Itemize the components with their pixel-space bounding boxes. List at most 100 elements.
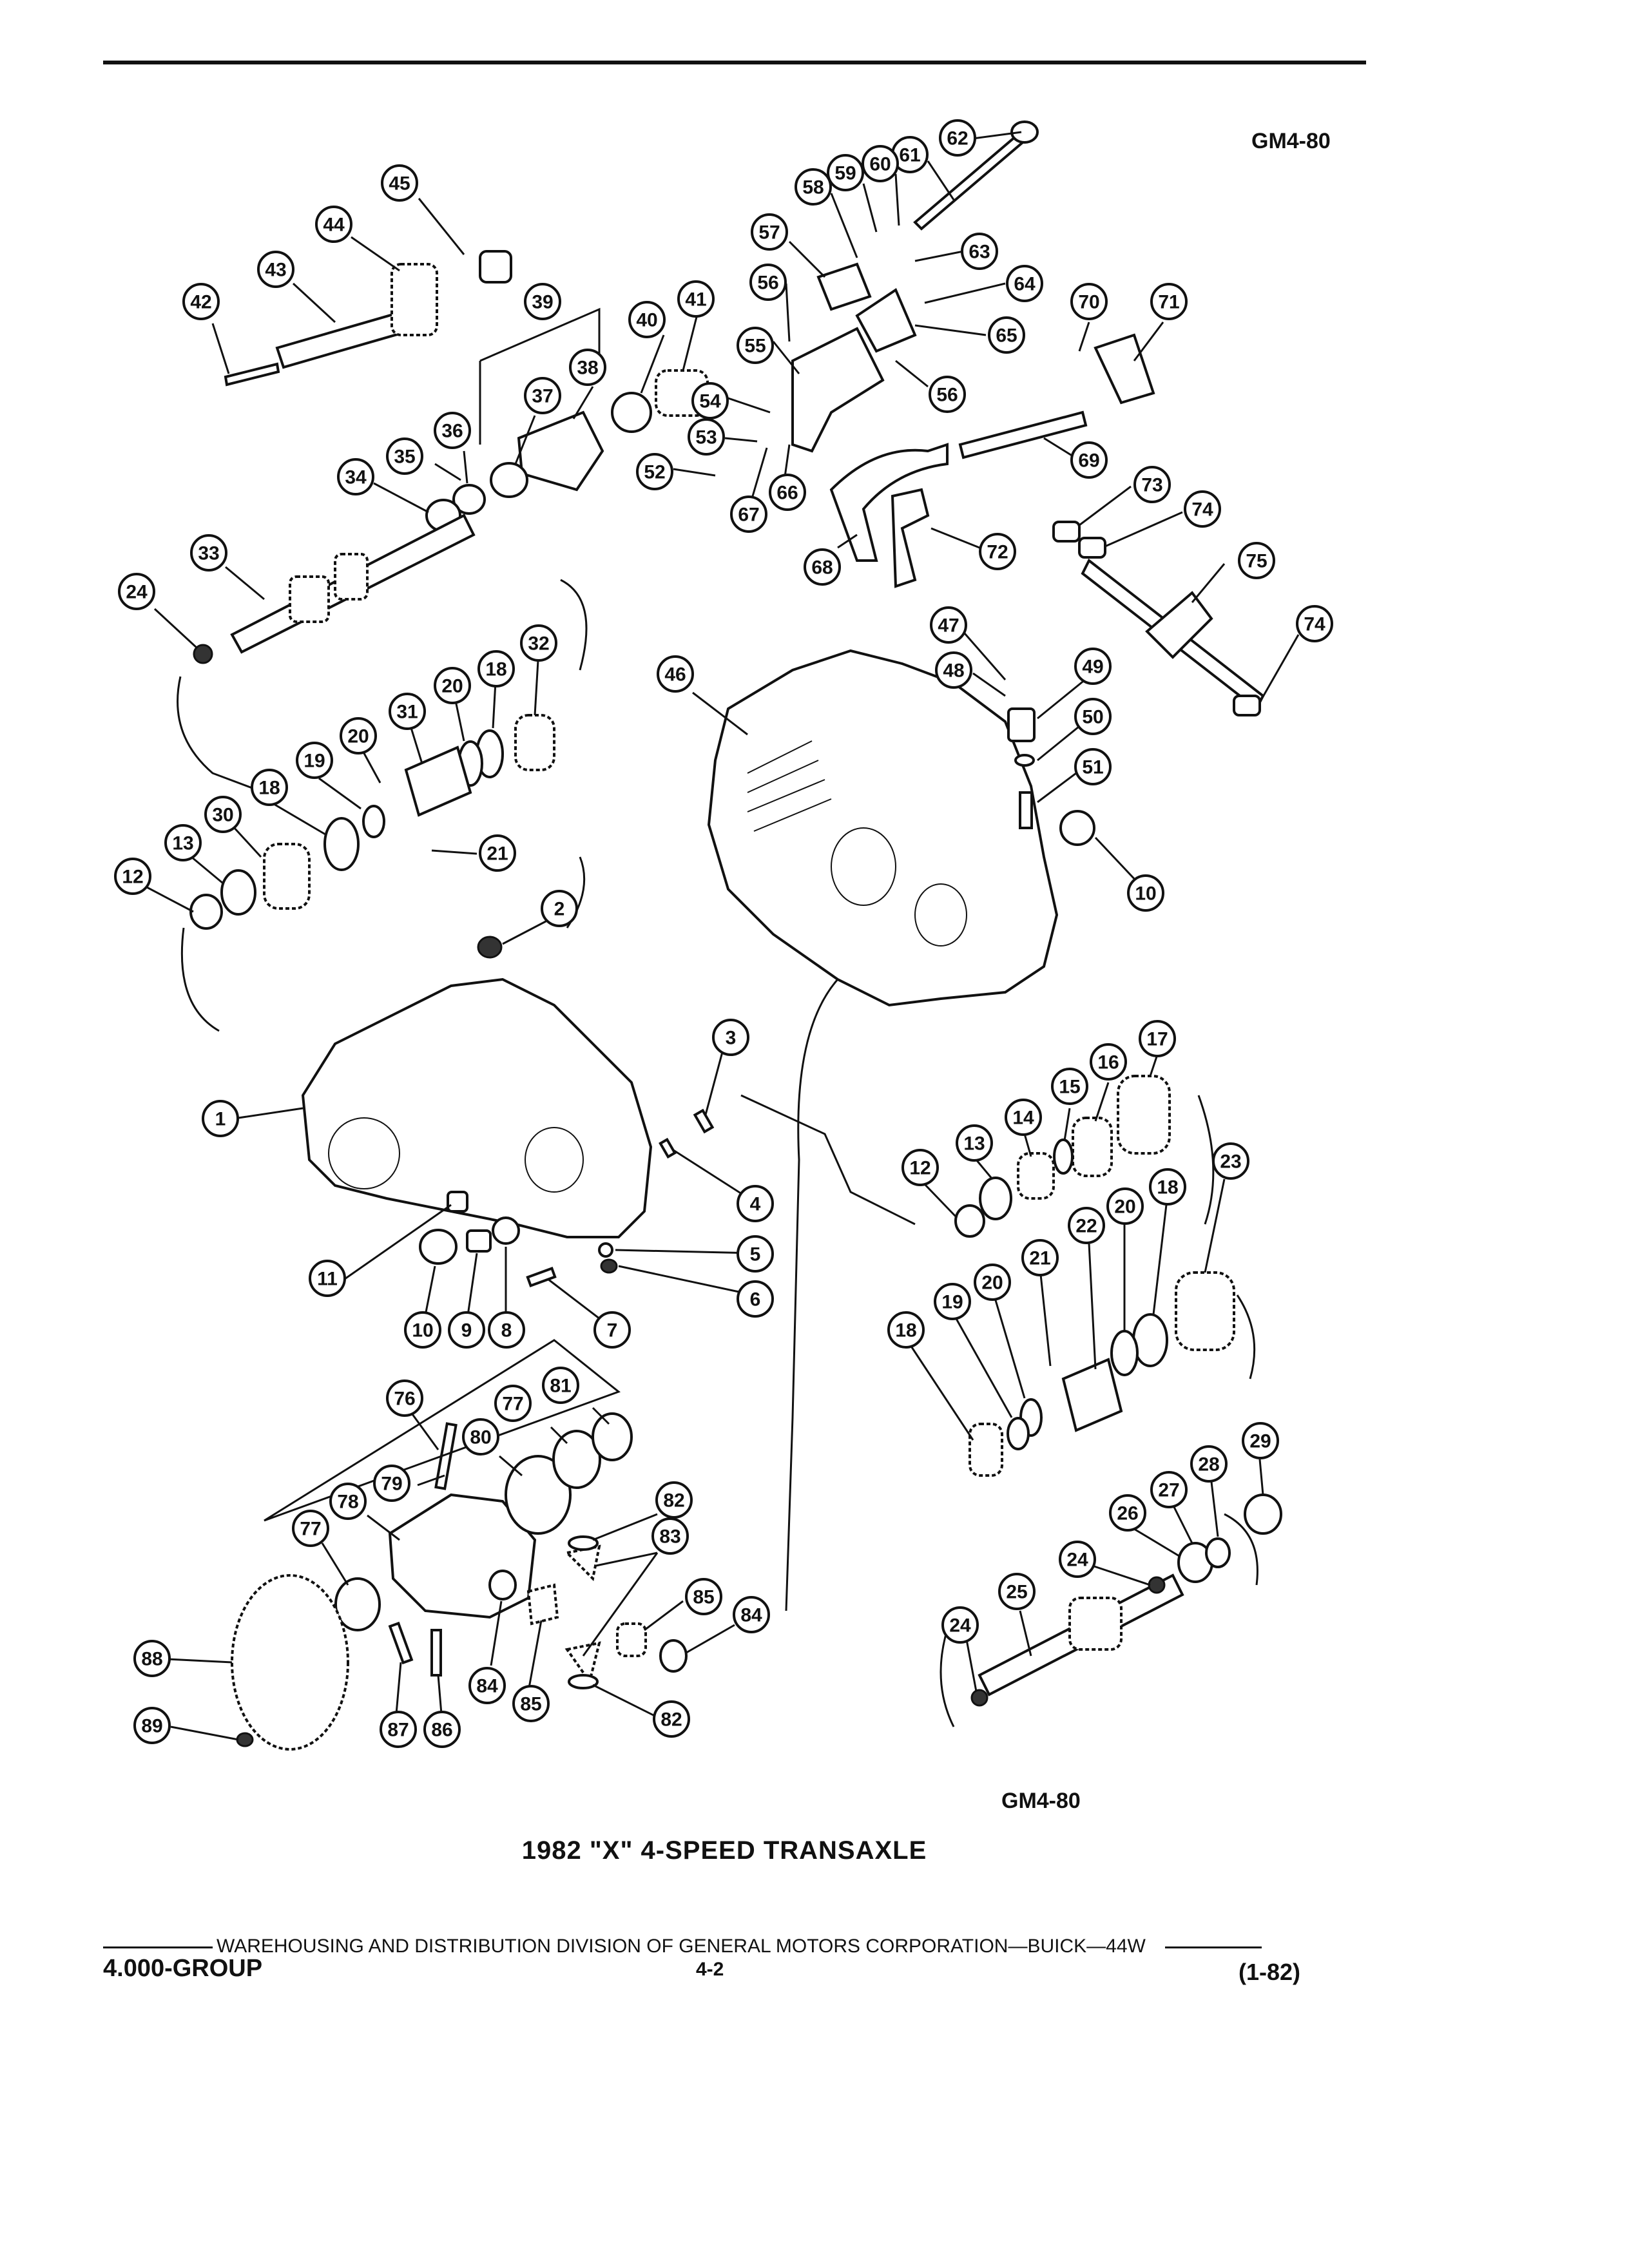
leader-77a: [550, 1426, 568, 1445]
callout-75: 75: [1238, 542, 1275, 579]
callout-65: 65: [988, 316, 1025, 354]
leader-75: [1191, 563, 1226, 603]
callout-number: 21: [1029, 1248, 1050, 1269]
part-bolt-87: [388, 1621, 414, 1665]
callout-number: 73: [1141, 475, 1162, 496]
part-gear-32: [514, 714, 555, 771]
callout-8: 8: [488, 1311, 525, 1349]
callout-18b: 18: [251, 769, 288, 806]
callout-circle: [1150, 283, 1188, 320]
footer-date: (1-82): [1239, 1959, 1301, 1985]
callout-24b: 24: [1059, 1541, 1096, 1578]
callout-85b: 85: [512, 1685, 550, 1722]
callout-6: 6: [737, 1280, 774, 1318]
leader-57: [788, 240, 826, 278]
part-clip-19a: [362, 805, 385, 838]
callout-number: 2: [554, 899, 565, 920]
callout-circle: [688, 418, 725, 456]
callout-number: 70: [1078, 292, 1099, 313]
callout-number: 89: [141, 1716, 162, 1737]
callout-40: 40: [628, 301, 666, 338]
callout-circle: [512, 1685, 550, 1722]
leader-5: [615, 1249, 755, 1254]
leader-69: [1043, 437, 1074, 457]
part-bearing-77a: [552, 1430, 601, 1489]
callout-number: 69: [1078, 450, 1099, 472]
callout-circle: [653, 1700, 690, 1738]
callout-number: 71: [1158, 292, 1179, 313]
part-washer-82b: [568, 1674, 599, 1689]
part-ring-18c: [1132, 1313, 1168, 1367]
callout-number: 85: [520, 1694, 541, 1715]
figure-code-bottom: GM4-80: [1001, 1789, 1081, 1813]
part-plug-2: [477, 936, 503, 959]
callout-82b: 82: [653, 1700, 690, 1738]
callout-74a: 74: [1184, 490, 1221, 528]
callout-56a: 56: [749, 264, 787, 301]
callout-3: 3: [712, 1019, 749, 1056]
part-washer-8: [492, 1216, 520, 1245]
leader-56a: [785, 283, 791, 342]
callout-42: 42: [182, 283, 220, 320]
callout-circle: [340, 717, 377, 754]
callout-number: 45: [389, 173, 410, 195]
part-pin-3: [693, 1108, 715, 1134]
callout-79: 79: [373, 1465, 410, 1502]
callout-71: 71: [1150, 283, 1188, 320]
callout-number: 13: [963, 1133, 985, 1155]
callout-69: 69: [1070, 441, 1108, 479]
callout-85a: 85: [685, 1578, 722, 1615]
leader-11: [344, 1204, 452, 1280]
leader-3: [704, 1042, 726, 1115]
leader-84a: [686, 1624, 735, 1654]
leader-74b: [1258, 634, 1300, 703]
callout-circle: [929, 376, 966, 413]
part-fork-72: [891, 488, 930, 588]
leader-52: [673, 468, 716, 477]
callout-number: 64: [1014, 274, 1036, 295]
callout-number: 61: [899, 145, 920, 166]
callout-number: 24: [949, 1615, 971, 1637]
callout-31: 31: [389, 693, 426, 730]
callout-86: 86: [423, 1711, 461, 1748]
callout-circle: [404, 1311, 441, 1349]
callout-circle: [956, 1124, 993, 1162]
callout-39: 39: [524, 283, 561, 320]
callout-number: 83: [659, 1526, 680, 1548]
callout-circle: [479, 834, 516, 872]
callout-number: 77: [300, 1519, 321, 1540]
callout-1: 1: [202, 1100, 239, 1137]
leader-21a: [431, 849, 477, 855]
callout-16: 16: [1090, 1043, 1127, 1081]
part-pin-4: [659, 1137, 677, 1159]
callout-number: 35: [394, 447, 415, 468]
part-bore-1a: [328, 1117, 400, 1189]
part-case-1: [301, 977, 653, 1238]
callout-number: 43: [265, 260, 286, 281]
callout-number: 75: [1246, 551, 1267, 572]
leader-48: [972, 672, 1006, 697]
callout-61: 61: [891, 136, 929, 173]
part-sync-22: [1061, 1358, 1123, 1432]
callout-number: 28: [1198, 1454, 1219, 1475]
callout-number: 88: [141, 1649, 162, 1670]
part-nut-24: [193, 644, 213, 664]
callout-circle: [1074, 748, 1112, 785]
leader-38: [572, 386, 594, 419]
callout-number: 18: [258, 778, 280, 799]
leader-29: [1258, 1459, 1264, 1495]
callout-57: 57: [751, 213, 788, 251]
callout-circle: [541, 890, 578, 927]
callout-circle: [901, 1149, 939, 1186]
callout-circle: [887, 1311, 925, 1349]
callout-5: 5: [737, 1235, 774, 1273]
callout-88: 88: [133, 1640, 171, 1677]
callout-37: 37: [524, 377, 561, 414]
callout-circle: [677, 280, 715, 318]
part-gear-23: [1175, 1271, 1235, 1351]
callout-77b: 77: [292, 1510, 329, 1547]
callout-10b: 10: [404, 1311, 441, 1349]
part-bushing-74b: [1233, 695, 1261, 716]
callout-circle: [448, 1311, 485, 1349]
callout-circle: [386, 437, 423, 475]
